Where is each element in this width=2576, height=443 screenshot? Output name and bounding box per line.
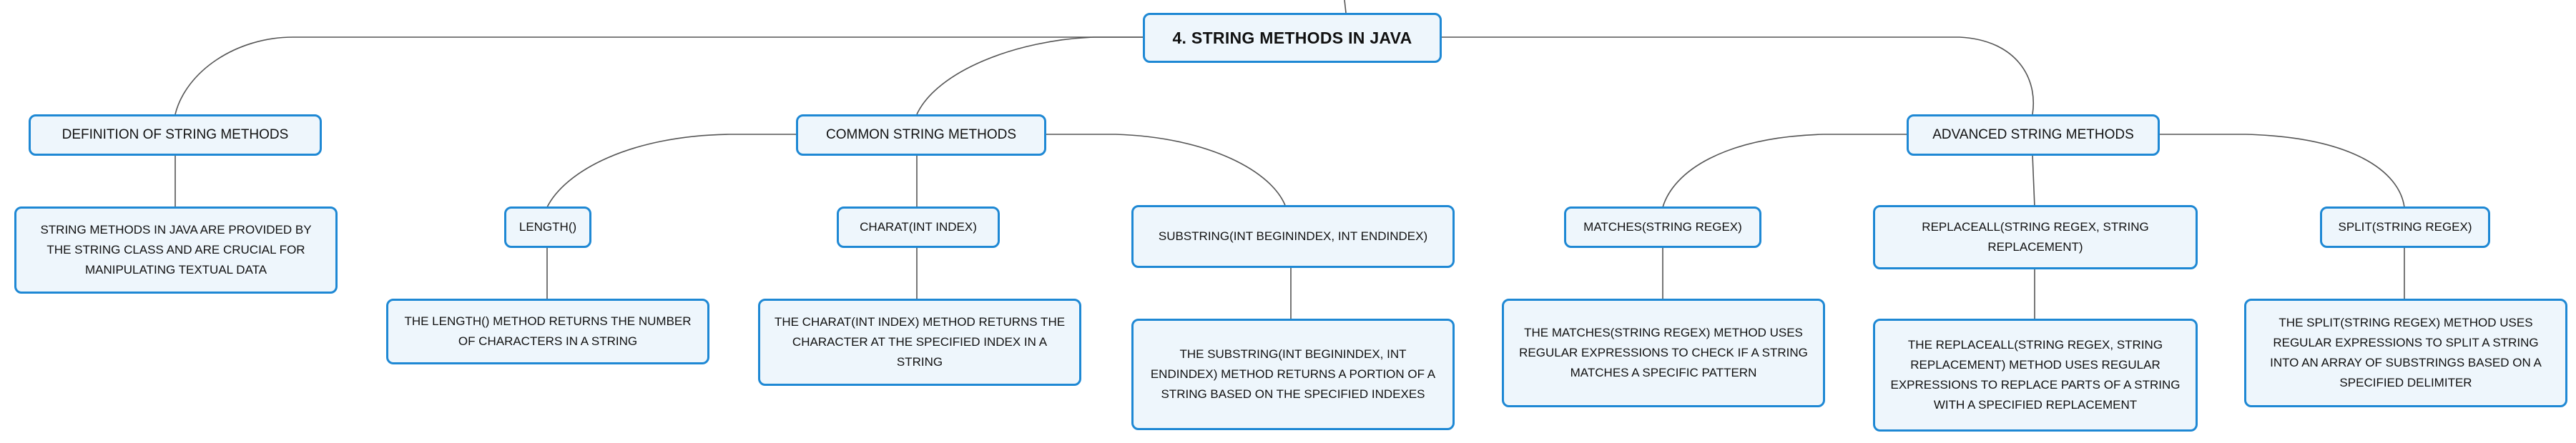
category-definition-label: DEFINITION OF STRING METHODS bbox=[62, 127, 289, 142]
length-description-text: THE LENGTH() METHOD RETURNS THE NUMBER O… bbox=[404, 314, 692, 348]
category-advanced-label: ADVANCED STRING METHODS bbox=[1932, 127, 2134, 142]
matches-description[interactable]: THE MATCHES(STRING REGEX) METHOD USES RE… bbox=[1502, 299, 1825, 407]
edge-advanced-replaceall bbox=[2032, 154, 2035, 208]
root-node[interactable]: 4. STRING METHODS IN JAVA bbox=[1143, 13, 1442, 63]
split-description-text: THE SPLIT(STRING REGEX) METHOD USES REGU… bbox=[2270, 316, 2542, 389]
split-description[interactable]: THE SPLIT(STRING REGEX) METHOD USES REGU… bbox=[2244, 299, 2567, 407]
category-definition[interactable]: DEFINITION OF STRING METHODS bbox=[29, 114, 322, 156]
replaceall-description[interactable]: THE REPLACEALL(STRING REGEX, STRING REPL… bbox=[1873, 319, 2198, 432]
method-matches-label: MATCHES(STRING REGEX) bbox=[1583, 220, 1742, 234]
matches-description-text: THE MATCHES(STRING REGEX) METHOD USES RE… bbox=[1519, 326, 1808, 379]
length-description[interactable]: THE LENGTH() METHOD RETURNS THE NUMBER O… bbox=[386, 299, 709, 364]
method-substring[interactable]: SUBSTRING(INT BEGININDEX, INT ENDINDEX) bbox=[1131, 205, 1455, 268]
method-split-label: SPLIT(STRING REGEX) bbox=[2338, 220, 2472, 234]
category-common[interactable]: COMMON STRING METHODS bbox=[796, 114, 1046, 156]
edge-advanced-matches bbox=[1662, 134, 1908, 208]
edge-root-advanced bbox=[1440, 36, 2034, 115]
charat-description-text: THE CHARAT(INT INDEX) METHOD RETURNS THE… bbox=[774, 315, 1066, 369]
category-advanced[interactable]: ADVANCED STRING METHODS bbox=[1907, 114, 2160, 156]
method-length-label: LENGTH() bbox=[518, 220, 577, 234]
method-matches[interactable]: MATCHES(STRING REGEX) bbox=[1564, 206, 1761, 248]
substring-description[interactable]: THE SUBSTRING(INT BEGININDEX, INT ENDIND… bbox=[1131, 319, 1455, 430]
charat-description[interactable]: THE CHARAT(INT INDEX) METHOD RETURNS THE… bbox=[758, 299, 1081, 386]
substring-description-text: THE SUBSTRING(INT BEGININDEX, INT ENDIND… bbox=[1150, 347, 1436, 401]
edge-common-substring bbox=[1044, 134, 1287, 208]
method-replaceall[interactable]: REPLACEALL(STRING REGEX, STRING REPLACEM… bbox=[1873, 205, 2198, 269]
method-charat-label: CHARAT(INT INDEX) bbox=[860, 220, 977, 234]
method-split[interactable]: SPLIT(STRING REGEX) bbox=[2320, 206, 2490, 248]
edge-common-length bbox=[546, 134, 797, 208]
method-replaceall-label: REPLACEALL(STRING REGEX, STRING REPLACEM… bbox=[1922, 220, 2149, 254]
definition-description[interactable]: STRING METHODS IN JAVA ARE PROVIDED BY T… bbox=[14, 206, 338, 294]
definition-description-text: STRING METHODS IN JAVA ARE PROVIDED BY T… bbox=[40, 223, 312, 277]
method-length[interactable]: LENGTH() bbox=[504, 206, 591, 248]
category-common-label: COMMON STRING METHODS bbox=[826, 127, 1016, 142]
method-charat[interactable]: CHARAT(INT INDEX) bbox=[837, 206, 1000, 248]
edge-root-definition bbox=[174, 36, 1144, 115]
edge-root-incoming bbox=[1344, 0, 1347, 14]
replaceall-description-text: THE REPLACEALL(STRING REGEX, STRING REPL… bbox=[1890, 338, 2181, 412]
edge-root-common bbox=[916, 36, 1144, 115]
method-substring-label: SUBSTRING(INT BEGININDEX, INT ENDINDEX) bbox=[1158, 229, 1428, 243]
root-node-label: 4. STRING METHODS IN JAVA bbox=[1172, 29, 1412, 47]
edge-advanced-split bbox=[2158, 134, 2405, 208]
